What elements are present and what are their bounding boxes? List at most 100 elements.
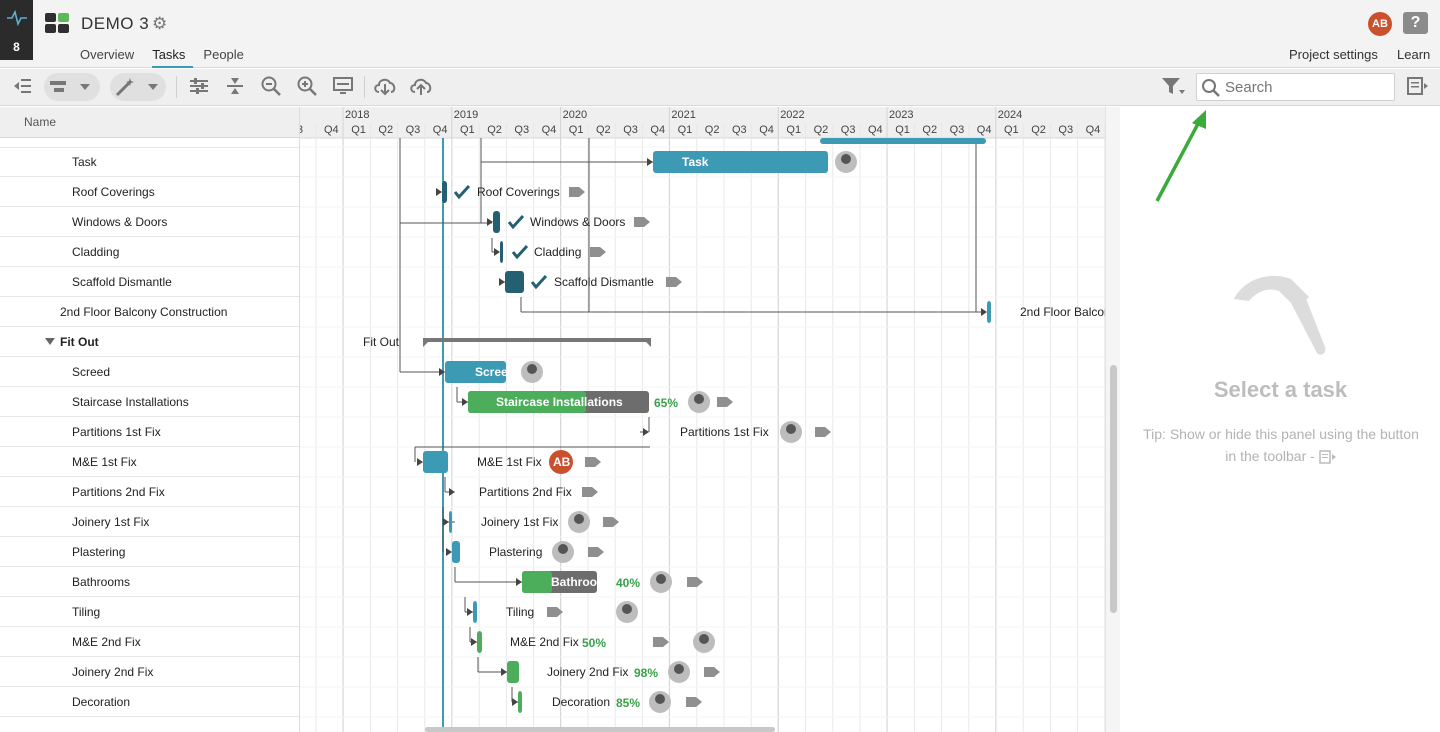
avatar-face (655, 694, 665, 704)
task-row[interactable]: Plastering (0, 537, 299, 567)
quarter-label: Q3 (841, 124, 856, 136)
gantt-canvas: 3Q4Q1Q2Q3Q4Q1Q2Q3Q4Q1Q2Q3Q4Q1Q2Q3Q4Q1Q2Q… (300, 107, 1105, 732)
task-row[interactable]: Windows & Doors (0, 207, 299, 237)
collapse-icon[interactable] (221, 75, 249, 99)
quarter-label: Q3 (406, 124, 421, 136)
activity-button[interactable]: 8 (0, 0, 33, 60)
tab-people[interactable]: People (203, 47, 244, 62)
dependency-arrowhead (487, 218, 493, 226)
horizontal-scrollbar-thumb[interactable] (425, 727, 775, 732)
learn-link[interactable]: Learn (1397, 47, 1431, 62)
zoom-out-icon[interactable] (257, 75, 285, 99)
task-bar (987, 301, 991, 323)
task-bar (505, 271, 524, 293)
task-bar (518, 691, 522, 713)
tab-overview[interactable]: Overview (80, 47, 135, 62)
hammer-icon (1234, 275, 1326, 355)
dependency-arrowhead (436, 188, 442, 196)
task-row[interactable]: Scaffold Dismantle (0, 267, 299, 297)
task-row[interactable]: Tiling (0, 597, 299, 627)
gear-icon[interactable]: ⚙ (152, 14, 168, 33)
task-row[interactable]: Screed (0, 357, 299, 387)
task-name-label: M&E 2nd Fix (72, 635, 141, 649)
quarter-label: Q3 (732, 124, 747, 136)
task-name-label: Partitions 2nd Fix (72, 485, 165, 499)
fit-to-screen-icon[interactable] (329, 75, 357, 99)
cloud-upload-icon[interactable] (407, 75, 435, 99)
task-row[interactable]: Fit Out (0, 327, 299, 357)
task-row[interactable]: Staircase Installations (0, 387, 299, 417)
search-field[interactable] (1196, 73, 1395, 101)
vertical-scrollbar[interactable] (1105, 107, 1120, 732)
timeline-header (300, 107, 1105, 138)
task-bar-progress (522, 571, 552, 593)
quarter-label: Q1 (678, 124, 693, 136)
dependency-arrowhead (417, 458, 423, 466)
task-label: Joinery 2nd Fix (547, 665, 629, 679)
task-bar (423, 451, 448, 473)
scrollbar-thumb[interactable] (1110, 365, 1117, 613)
dashboard-grid-icon[interactable] (45, 13, 69, 33)
task-name-label: Windows & Doors (72, 215, 168, 229)
percent-complete: 65% (654, 396, 679, 410)
task-row[interactable]: M&E 1st Fix (0, 447, 299, 477)
toggle-panel-icon[interactable] (1404, 75, 1432, 99)
task-label: Decoration (552, 695, 611, 709)
quarter-label: Q2 (1031, 124, 1046, 136)
avatar-face (622, 604, 632, 614)
year-label: 2019 (454, 109, 478, 121)
task-row[interactable]: Cladding (0, 237, 299, 267)
task-name-label: Screed (72, 365, 111, 379)
task-label: 2nd Floor Balcony Construction (1020, 305, 1105, 319)
tab-tasks[interactable]: Tasks (152, 46, 194, 68)
task-bar (500, 241, 503, 263)
task-row[interactable]: Bathrooms (0, 567, 299, 597)
task-row[interactable]: Decoration (0, 687, 299, 717)
chevron-down-icon (80, 84, 90, 90)
quarter-label: Q4 (324, 124, 339, 136)
view-mode-dropdown[interactable] (44, 73, 100, 101)
task-row[interactable]: M&E 2nd Fix (0, 627, 299, 657)
task-bar (653, 151, 828, 173)
quarter-label: Q4 (1086, 124, 1101, 136)
percent-complete: 50% (582, 636, 607, 650)
dependency-arrowhead (512, 698, 518, 706)
collapse-triangle-icon[interactable] (45, 338, 55, 345)
task-row[interactable]: 2nd Floor Balcony Construction (0, 297, 299, 327)
outdent-icon[interactable] (8, 75, 36, 99)
zoom-in-icon[interactable] (293, 75, 321, 99)
task-row[interactable]: Roof Coverings (0, 177, 299, 207)
task-row[interactable]: Partitions 2nd Fix (0, 477, 299, 507)
task-row[interactable]: Joinery 2nd Fix (0, 657, 299, 687)
project-title: DEMO 3 (81, 14, 150, 33)
percent-complete: 85% (616, 696, 641, 710)
task-row[interactable]: Task (0, 147, 299, 177)
bar-view-icon (50, 81, 66, 92)
project-settings-link[interactable]: Project settings (1289, 47, 1378, 62)
group-bracket-end (646, 338, 651, 347)
help-icon[interactable]: ? (1403, 12, 1428, 34)
tag-icon (686, 697, 702, 707)
task-name-label: Task (72, 155, 97, 169)
task-name-label: Partitions 1st Fix (72, 425, 161, 439)
filter-sliders-icon[interactable] (185, 75, 213, 99)
task-row[interactable]: Partitions 1st Fix (0, 417, 299, 447)
filter-icon[interactable] (1159, 75, 1187, 99)
percent-complete: 40% (616, 576, 641, 590)
dependency-arrowhead (439, 368, 445, 376)
list-item[interactable] (0, 138, 299, 148)
cloud-download-icon[interactable] (371, 75, 399, 99)
gantt-chart[interactable]: 3Q4Q1Q2Q3Q4Q1Q2Q3Q4Q1Q2Q3Q4Q1Q2Q3Q4Q1Q2Q… (300, 107, 1105, 732)
task-label: Partitions 1st Fix (680, 425, 769, 439)
task-name-label: Staircase Installations (72, 395, 189, 409)
magic-tools-dropdown[interactable] (110, 73, 166, 101)
task-row[interactable]: Joinery 1st Fix (0, 507, 299, 537)
avatar-face (699, 634, 709, 644)
checkmark-icon (507, 214, 525, 230)
name-column-header[interactable]: Name (0, 107, 299, 138)
chevron-down-icon (148, 84, 158, 90)
search-input[interactable] (1225, 78, 1385, 96)
user-avatar[interactable]: AB (1368, 12, 1392, 36)
task-name-label: Plastering (72, 545, 126, 559)
